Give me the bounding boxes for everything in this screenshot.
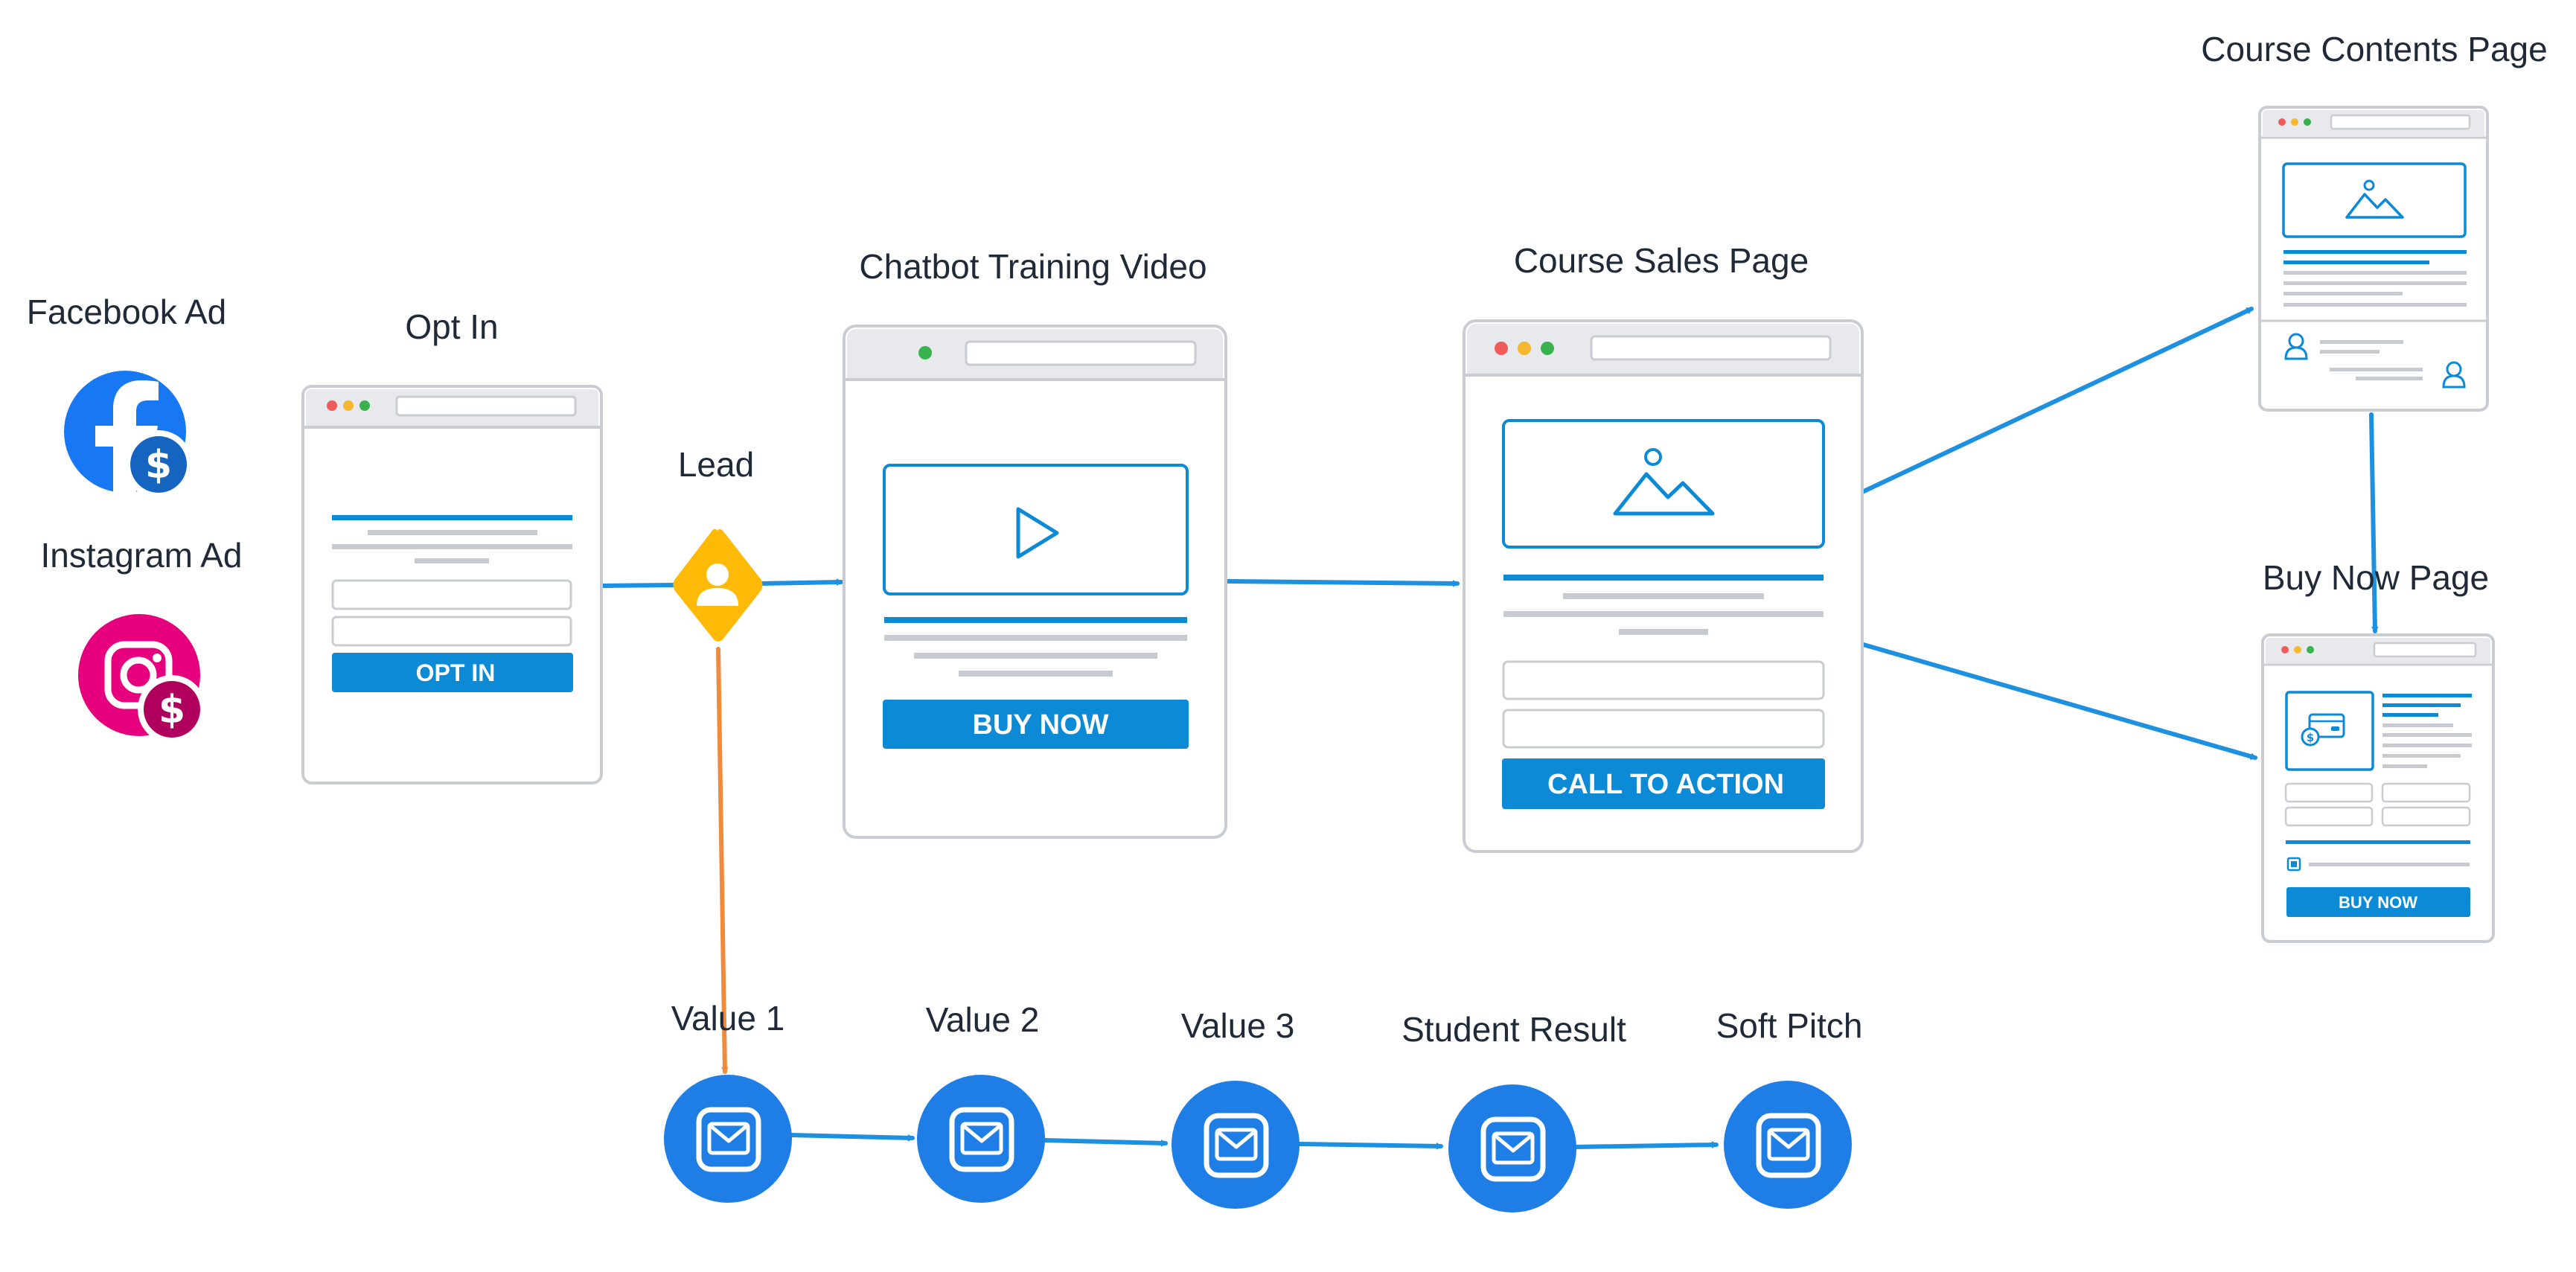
buy-now-small-button-label: BUY NOW: [2339, 893, 2417, 912]
address-bar: [2330, 114, 2471, 130]
arrow-lead-to-video: [758, 578, 843, 586]
arrow-value3-to-result: [1297, 1142, 1443, 1150]
sales-input-2[interactable]: [1502, 709, 1825, 749]
credit-card-dollar-icon: $: [2285, 691, 2374, 771]
call-to-action-button-label: CALL TO ACTION: [1547, 769, 1784, 800]
window-dot-red: [2278, 118, 2286, 126]
window-dot-green: [2304, 118, 2311, 126]
sales-input-1[interactable]: [1502, 660, 1825, 700]
window-dot-yellow: [2294, 646, 2301, 653]
arrow-sales-to-contents: [1859, 307, 2254, 495]
window-dot-green: [918, 346, 932, 359]
svg-text:$: $: [159, 688, 185, 732]
buy-input-4[interactable]: [2381, 806, 2471, 827]
user-icon: [2284, 333, 2308, 360]
window-dot-green: [359, 400, 370, 411]
opt-in-input-2[interactable]: [331, 616, 572, 647]
arrow-value1-to-value2: [788, 1133, 915, 1142]
play-icon[interactable]: [1016, 507, 1059, 559]
labels: Facebook Ad Instagram Ad Opt In Lead Cha…: [27, 30, 2548, 1049]
email-envelope-icon: [1767, 1128, 1810, 1161]
arrow-lead-to-value1: [716, 647, 729, 1074]
opt-in-page: OPT IN: [301, 385, 603, 784]
facebook-dollar-icon: $: [64, 371, 193, 499]
label-student-result: Student Result: [1402, 1010, 1626, 1049]
email-envelope-icon: [1492, 1131, 1535, 1165]
window-dot-red: [2281, 646, 2289, 653]
window-dot-yellow: [1518, 342, 1531, 355]
opt-in-input-1[interactable]: [331, 579, 572, 610]
buy-now-button-label: BUY NOW: [973, 709, 1109, 741]
label-value-2: Value 2: [926, 1000, 1040, 1039]
user-icon: [2442, 361, 2466, 389]
buy-now-button[interactable]: BUY NOW: [883, 700, 1189, 749]
opt-in-button-label: OPT IN: [416, 659, 496, 686]
arrow-sales-to-buynow: [1859, 642, 2257, 760]
svg-text:$: $: [2307, 731, 2314, 744]
window-dot-red: [327, 400, 337, 411]
email-step-soft-pitch: [1724, 1081, 1852, 1209]
address-bar: [1590, 335, 1832, 361]
label-course-contents-page: Course Contents Page: [2201, 30, 2547, 68]
label-value-3: Value 3: [1181, 1006, 1295, 1045]
address-bar: [2373, 642, 2477, 658]
arrow-value2-to-value3: [1043, 1138, 1168, 1147]
buy-input-1[interactable]: [2284, 782, 2374, 803]
email-step-value-1: [664, 1075, 792, 1203]
window-dot-green: [2307, 646, 2314, 653]
arrow-optin-to-lead: [601, 583, 676, 588]
call-to-action-button[interactable]: CALL TO ACTION: [1502, 758, 1825, 809]
email-step-value-2: [917, 1075, 1045, 1203]
window-dot-yellow: [343, 400, 354, 411]
window-dot-red: [1495, 342, 1508, 355]
label-value-1: Value 1: [671, 999, 785, 1038]
buy-input-2[interactable]: [2381, 782, 2471, 803]
lead-person-icon: [673, 528, 763, 642]
arrow-result-to-pitch: [1573, 1141, 1719, 1149]
label-soft-pitch: Soft Pitch: [1716, 1006, 1863, 1045]
image-placeholder-icon: [1502, 419, 1825, 549]
chatbot-training-video-page: BUY NOW: [843, 325, 1227, 839]
label-opt-in: Opt In: [405, 307, 498, 346]
buy-input-3[interactable]: [2284, 806, 2374, 827]
video-frame[interactable]: [883, 464, 1189, 595]
image-placeholder-icon: [2282, 162, 2467, 238]
label-lead: Lead: [678, 445, 754, 484]
address-bar: [395, 395, 577, 417]
course-sales-page: CALL TO ACTION: [1463, 319, 1864, 853]
opt-in-button[interactable]: OPT IN: [332, 653, 573, 692]
email-envelope-icon: [707, 1122, 750, 1155]
label-buy-now-page: Buy Now Page: [2263, 558, 2489, 597]
email-envelope-icon: [960, 1122, 1003, 1155]
buy-now-small-button[interactable]: BUY NOW: [2286, 887, 2470, 917]
window-dot-yellow: [2291, 118, 2298, 126]
svg-text:$: $: [145, 443, 172, 488]
connectors: [601, 307, 2379, 1150]
email-step-student-result: [1448, 1084, 1576, 1212]
buy-now-page: $ BUY NOW: [2261, 633, 2495, 943]
label-instagram-ad: Instagram Ad: [40, 536, 242, 575]
window-dot-green: [1541, 342, 1554, 355]
email-step-value-3: [1172, 1081, 1300, 1209]
instagram-dollar-icon: $: [78, 614, 206, 744]
arrow-video-to-sales: [1224, 579, 1460, 587]
arrow-contents-to-buynow: [2369, 412, 2379, 633]
email-envelope-icon: [1215, 1128, 1258, 1161]
label-chatbot-training-video: Chatbot Training Video: [859, 247, 1206, 286]
terms-checkbox[interactable]: [2286, 857, 2301, 872]
address-bar: [965, 340, 1197, 366]
label-facebook-ad: Facebook Ad: [27, 293, 227, 331]
label-course-sales-page: Course Sales Page: [1514, 241, 1809, 280]
course-contents-page: [2258, 106, 2489, 412]
